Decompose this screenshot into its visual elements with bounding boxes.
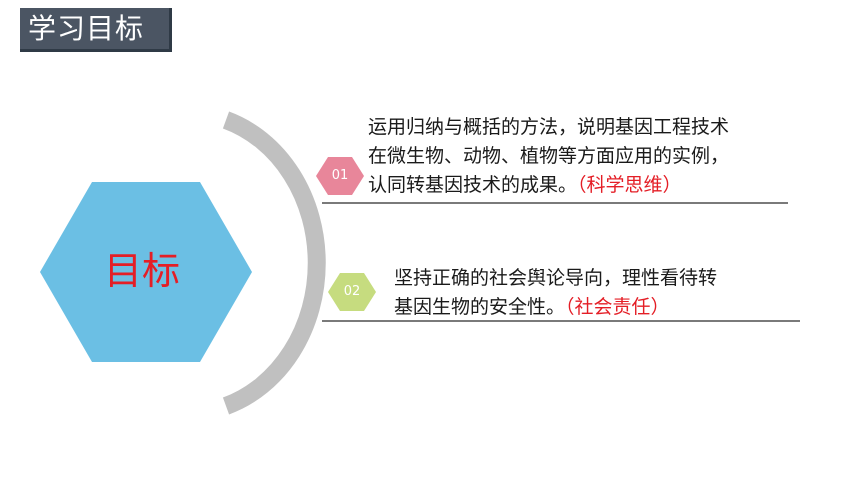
center-label: 目标 <box>103 249 180 293</box>
center-hexagon <box>40 182 252 362</box>
objective-01-line-1: 运用归纳与概括的方法，说明基因工程技术 <box>368 116 730 138</box>
badge-01-number: 01 <box>331 168 349 183</box>
objective-02-text: 坚持正确的社会舆论导向，理性看待转 基因生物的安全性。（社会责任） <box>394 264 717 322</box>
objective-02-line-1: 坚持正确的社会舆论导向，理性看待转 <box>394 267 718 289</box>
badge-02-shape <box>328 273 376 311</box>
objective-02-tag: （社会责任） <box>565 296 670 318</box>
badge-02-number: 02 <box>343 284 361 299</box>
badge-01-shape <box>316 157 364 195</box>
objective-02-line-2: 基因生物的安全性。 <box>394 296 566 318</box>
objective-01-divider <box>322 202 788 204</box>
objective-01-line-2: 在微生物、动物、植物等方面应用的实例， <box>368 145 730 167</box>
objective-02-divider <box>322 320 800 322</box>
objective-01-tag: （科学思维） <box>577 174 682 196</box>
objective-01-text: 运用归纳与概括的方法，说明基因工程技术 在微生物、动物、植物等方面应用的实例， … <box>368 113 729 200</box>
objective-01-line-3: 认同转基因技术的成果。 <box>368 174 578 196</box>
page-title: 学习目标 <box>20 8 172 52</box>
gray-arc <box>222 111 326 415</box>
